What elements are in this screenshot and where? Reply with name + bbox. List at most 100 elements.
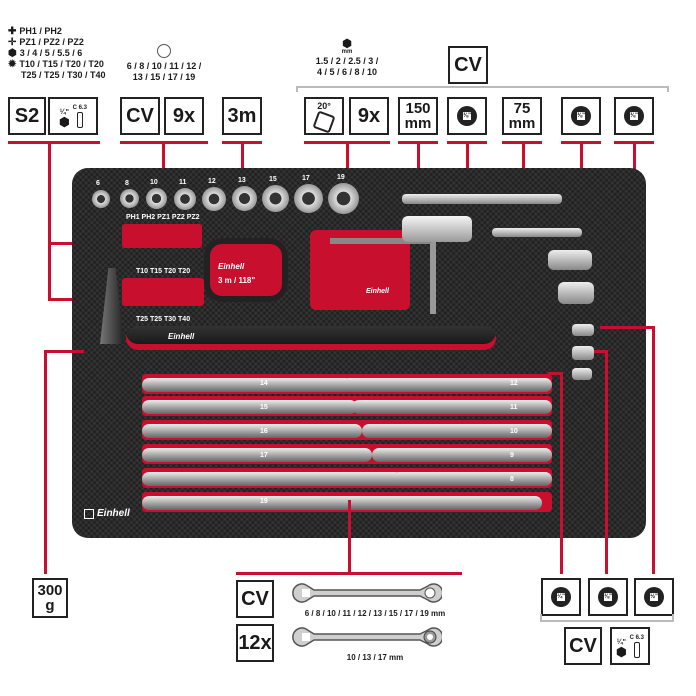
bits-legend-line-3: ⬢ 3 / 4 / 5 / 5.5 / 6 — [8, 48, 83, 59]
tray-brand-logo: Einhell — [84, 508, 130, 519]
drive-38-badge-c: ⅜" — [614, 97, 654, 135]
combination-wrench-icon — [292, 583, 442, 603]
connector-sockets-drop — [162, 141, 165, 175]
cv-top-badge: CV — [448, 46, 488, 84]
extension-150-badge: 150 mm — [398, 97, 438, 135]
adapter-12-badge: ½" — [634, 578, 674, 616]
hex-count-badge: 9x — [349, 97, 389, 135]
phillips-icon: ✚ — [8, 26, 17, 37]
bit-labels-bot: T25 T25 T30 T40 — [136, 316, 191, 323]
wrench-label-12: 12 — [510, 380, 518, 387]
socket-label-12: 12 — [208, 178, 216, 185]
connector-hammer — [44, 350, 47, 574]
bit-spec-badge: ¼" ⬢ C 6.3 — [48, 97, 98, 135]
bits-legend-line-2: ✛ PZ1 / PZ2 / PZ2 — [8, 37, 84, 48]
wrench-label-17: 17 — [260, 452, 268, 459]
hammer-weight-badge: 300 g — [32, 578, 68, 618]
wrench-label-15: 15 — [260, 404, 268, 411]
bit-holder-top — [122, 224, 202, 248]
connector-s2-drop — [48, 141, 51, 301]
wrench-19b — [142, 496, 542, 510]
socket-19 — [328, 183, 359, 214]
socket-outline-icon — [157, 44, 171, 58]
hex-brand: Einhell — [366, 288, 389, 295]
wrench-8 — [392, 472, 552, 486]
bits-legend: ✚ PH1 / PH2 ✛ PZ1 / PZ2 / PZ2 ⬢ 3 / 4 / … — [8, 26, 106, 81]
hex-key-icon: ⬢ — [342, 38, 352, 50]
drive-38-badge-a: ⅜" — [447, 97, 487, 135]
extension-75 — [492, 228, 582, 237]
bottom-hex-drive-icon: ¼" ⬢ — [616, 638, 627, 659]
socket-11 — [174, 188, 196, 210]
socket-label-6: 6 — [96, 180, 100, 187]
wrench-label-11: 11 — [510, 404, 518, 411]
hex-key-set — [330, 238, 436, 314]
wrench-label-14: 14 — [260, 380, 268, 387]
tape-measure: 3 m / 118" Einhell — [204, 238, 288, 302]
socket-12 — [202, 187, 226, 211]
bottom-bit-spec-row: ¼" ⬢ C 6.3 — [616, 635, 644, 658]
hex-bit-icon: ⬢ — [8, 48, 17, 59]
cv-bottom-bracket — [540, 620, 674, 622]
hammer-brand: Einhell — [168, 332, 195, 341]
socket-label-13: 13 — [238, 177, 246, 184]
socket-6 — [92, 190, 110, 208]
wrench-17 — [142, 448, 372, 462]
bit-labels-top: PH1 PH2 PZ1 PZ2 PZ2 — [126, 214, 200, 221]
wrench-14 — [142, 378, 352, 392]
wrench-count-badge: 12x — [236, 624, 274, 662]
adapter-38-badge: ⅜" — [588, 578, 628, 616]
sockets-count-badge: 9x — [164, 97, 204, 135]
bit-hex-drive-icon: ¼" ⬢ — [59, 108, 70, 129]
pozidriv-icon: ✛ — [8, 37, 17, 48]
hammer-handle — [126, 326, 496, 350]
square-drive-icon: ⅜" — [624, 106, 644, 126]
wrench-label-16: 16 — [260, 428, 268, 435]
socket-adapter-large — [402, 216, 472, 242]
cv-top-bracket-right — [667, 86, 669, 92]
wrench-label-8: 8 — [510, 476, 514, 483]
s2-badge: S2 — [8, 97, 46, 135]
bit-spec-row: ¼" ⬢ C 6.3 — [59, 105, 87, 128]
bits-legend-line-1: ✚ PH1 / PH2 — [8, 26, 62, 37]
extension-75-badge: 75 mm — [502, 97, 542, 135]
socket-label-19: 19 — [337, 174, 345, 181]
square-drive-icon: ½" — [644, 587, 664, 607]
adapter-14 — [572, 324, 594, 336]
wrench-cv-badge: CV — [236, 580, 274, 618]
tool-tray: 6 8 10 11 12 13 15 17 19 PH1 PH2 PZ1 PZ2… — [72, 168, 646, 538]
tape-label: 3 m / 118" — [218, 276, 256, 285]
cv-bottom-bracket-right — [672, 614, 674, 622]
brand-logo-icon — [84, 508, 94, 519]
extension-150 — [402, 194, 562, 204]
connector-s2 — [8, 141, 100, 144]
connector-adapter-38-arm — [594, 350, 608, 353]
universal-joint — [548, 250, 592, 270]
combination-wrench-sizes: 6 / 8 / 10 / 11 / 12 / 13 / 15 / 17 / 19… — [304, 609, 446, 618]
connector-wrenches-bar — [236, 572, 462, 575]
socket-8 — [120, 189, 139, 208]
sockets-legend: 6 / 8 / 10 / 11 / 12 / 13 / 15 / 17 / 19 — [118, 44, 210, 83]
torx-icon: ✹ — [8, 59, 17, 70]
wrench-12 — [342, 378, 552, 392]
connector-wrenches — [348, 500, 351, 574]
wrench-16 — [142, 424, 362, 438]
socket-13 — [232, 186, 257, 211]
cv-top-bracket-left — [296, 86, 298, 92]
wrench-label-9: 9 — [510, 452, 514, 459]
adapter-small — [572, 368, 592, 380]
bit-holder-mid — [122, 278, 204, 306]
tape-length-badge: 3m — [222, 97, 262, 135]
bottom-bit-shank-icon: C 6.3 — [630, 635, 644, 658]
bottom-bit-spec-badge: ¼" ⬢ C 6.3 — [610, 627, 650, 665]
adapter-38 — [558, 282, 594, 304]
square-drive-icon: ⅜" — [571, 106, 591, 126]
square-drive-icon: ⅜" — [598, 587, 618, 607]
hex-legend: ⬢ mm 1.5 / 2 / 2.5 / 3 / 4 / 5 / 6 / 8 /… — [304, 38, 390, 78]
socket-10 — [146, 188, 167, 209]
socket-17 — [294, 184, 323, 213]
ratchet-wrench-sizes: 10 / 13 / 17 mm — [346, 653, 404, 662]
cv-sockets-badge: CV — [120, 97, 160, 135]
bit-shank-icon: C 6.3 — [73, 105, 87, 128]
square-drive-icon: ¼" — [551, 587, 571, 607]
